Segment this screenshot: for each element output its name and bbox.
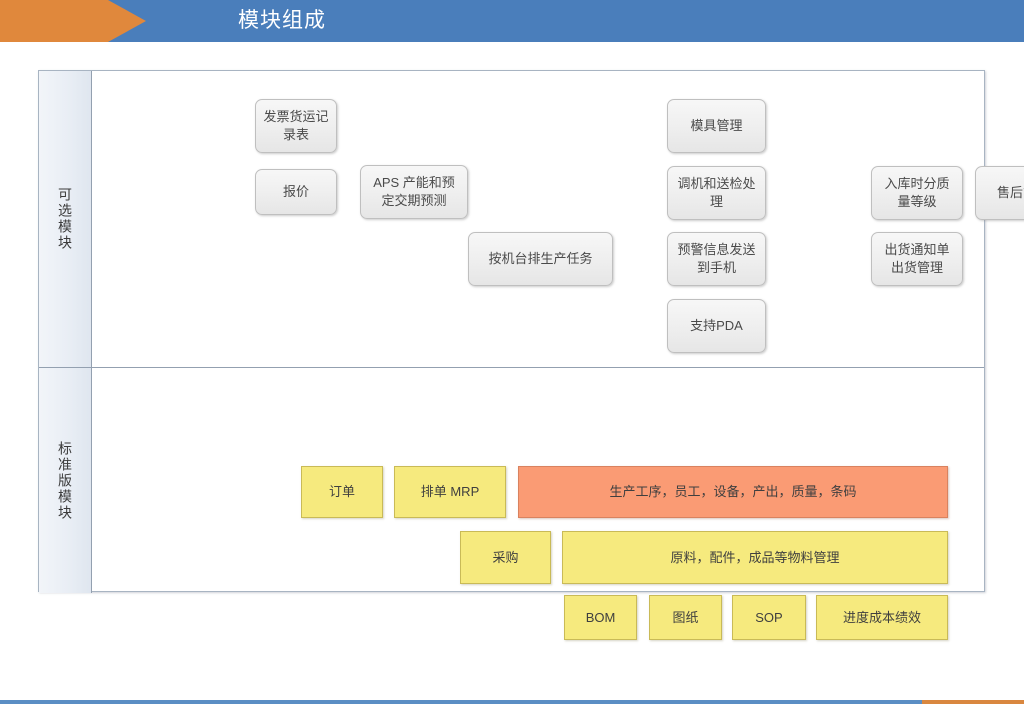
module-node[interactable]: 入库时分质 量等级	[871, 166, 963, 220]
module-node[interactable]: APS 产能和预 定交期预测	[360, 165, 468, 219]
module-node[interactable]: 进度成本绩效	[816, 595, 948, 640]
module-node[interactable]: 原料，配件，成品等物料管理	[562, 531, 948, 584]
module-node[interactable]: 出货通知单 出货管理	[871, 232, 963, 286]
module-node[interactable]: 报价	[255, 169, 337, 215]
module-node[interactable]: 生产工序，员工，设备，产出，质量，条码	[518, 466, 948, 518]
module-node[interactable]: BOM	[564, 595, 637, 640]
module-node[interactable]: 排单 MRP	[394, 466, 506, 518]
module-node[interactable]: 按机台排生产任务	[468, 232, 613, 286]
section-label-optional: 可选模块	[57, 187, 73, 251]
module-node[interactable]: 预警信息发送 到手机	[667, 232, 766, 286]
section-body-optional: 发票货运记 录表报价 APS 产能和预 定交期预测按机台排生产任务 模具管理调机和送…	[92, 71, 1024, 367]
module-node[interactable]: 售后管理	[975, 166, 1024, 220]
module-node[interactable]: 调机和送检处 理	[667, 166, 766, 220]
module-node[interactable]: 支持PDA	[667, 299, 766, 353]
section-label-standard: 标准版模块	[57, 440, 73, 521]
module-composition-diagram: 可选模块 发票货运记 录表报价 APS 产能和预 定交期预测按机台排生产任务 模具管…	[38, 70, 1024, 640]
module-node[interactable]: 图纸	[649, 595, 722, 640]
module-node[interactable]: 订单	[301, 466, 383, 518]
section-label-cell-optional: 可选模块	[39, 71, 92, 367]
section-label-cell-standard: 标准版模块	[39, 368, 92, 593]
slide-header-banner: 模块组成	[0, 0, 1024, 42]
chevron-accent-shape	[0, 0, 146, 42]
page-title: 模块组成	[238, 9, 326, 32]
module-node[interactable]: 采购	[460, 531, 551, 584]
module-node[interactable]: SOP	[732, 595, 806, 640]
footer-rule	[0, 700, 1024, 704]
footer-rule-blue-segment	[0, 700, 922, 704]
section-optional-modules: 可选模块 发票货运记 录表报价 APS 产能和预 定交期预测按机台排生产任务 模具管…	[39, 71, 1024, 367]
module-node[interactable]: 模具管理	[667, 99, 766, 153]
footer-rule-orange-segment	[922, 700, 1024, 704]
module-node[interactable]: 发票货运记 录表	[255, 99, 337, 153]
